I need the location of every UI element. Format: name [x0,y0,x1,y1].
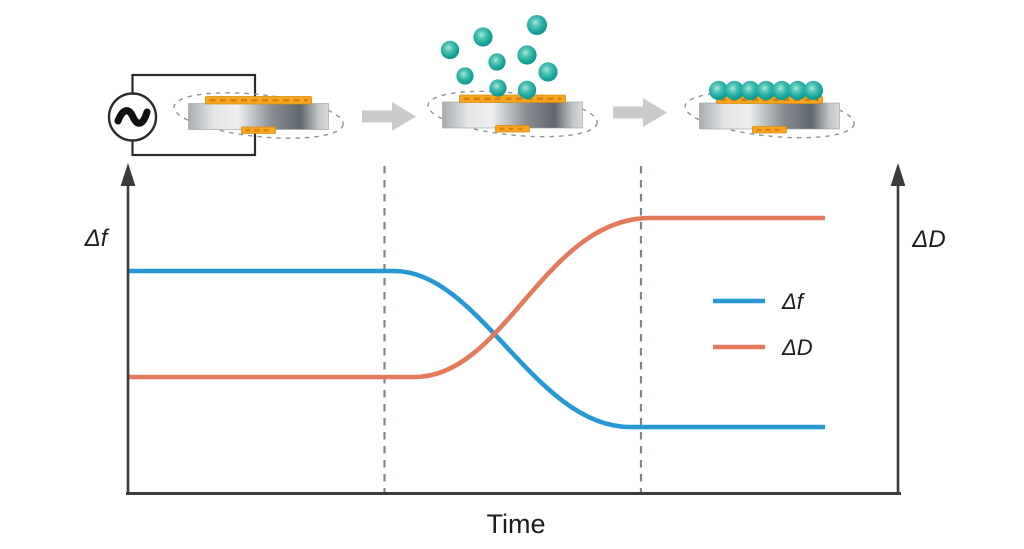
ac-sine-symbol [114,107,151,127]
delta-D-curve [128,215,825,380]
quartz-sensor-icon [424,82,601,146]
quartz-sensor-icon [170,84,347,147]
adsorbed-molecule-icons [709,80,824,101]
delta-f-curve [128,268,825,430]
right-block-arrow-icon [362,102,416,131]
left-axis-label: Δf [84,225,110,252]
legend-item-delta-f: Δf [713,289,806,314]
legend: Δf ΔD [713,289,813,360]
stage-3-molecules-adsorbed [681,80,858,147]
stage-1-oscillator-circuit [107,73,347,157]
stage-2-molecules-approaching [424,15,601,146]
legend-label-delta-D: ΔD [781,335,813,360]
left-y-axis-arrowhead-icon [120,163,136,186]
right-block-arrow-icon [613,98,667,127]
right-y-axis-arrowhead-icon [890,163,906,186]
legend-item-delta-D: ΔD [713,335,813,360]
right-axis-label: ΔD [911,226,945,253]
x-axis-label: Time [487,509,546,539]
legend-label-delta-f: Δf [781,289,806,314]
chart: Δf ΔD Time Δf ΔD [84,163,946,539]
molecule-icons [440,15,558,100]
